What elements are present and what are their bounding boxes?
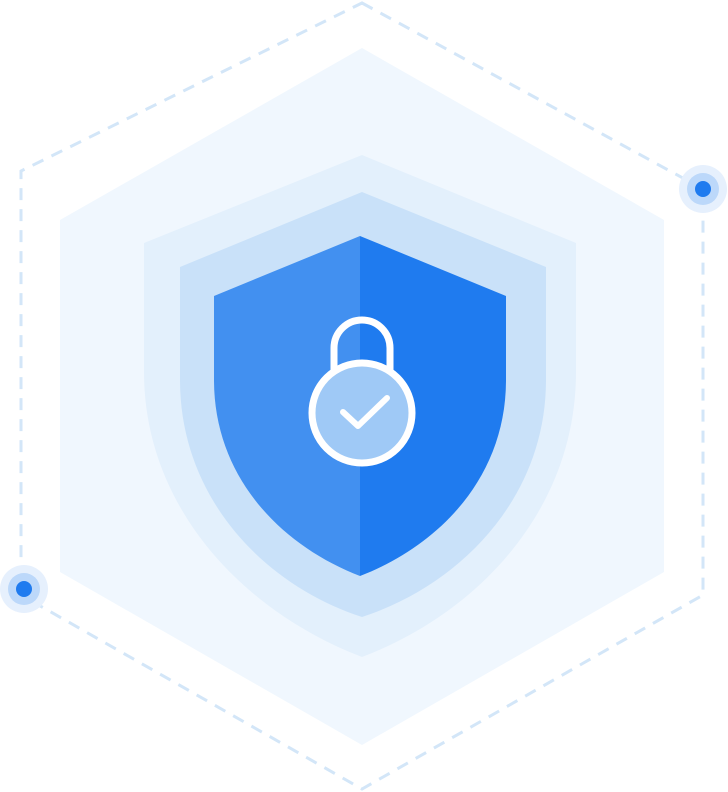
node-dot-icon [679,165,727,213]
node-dot-left [16,581,32,597]
shield-icon [214,236,506,576]
node-dot-icon [0,565,48,613]
lock-icon [308,316,416,467]
checkmark-icon [340,395,390,429]
lock-shackle [330,316,394,374]
shield-right-half [360,236,506,576]
node-dot-right [695,181,711,197]
shield-left-half [214,236,360,576]
lock-body [308,359,416,467]
